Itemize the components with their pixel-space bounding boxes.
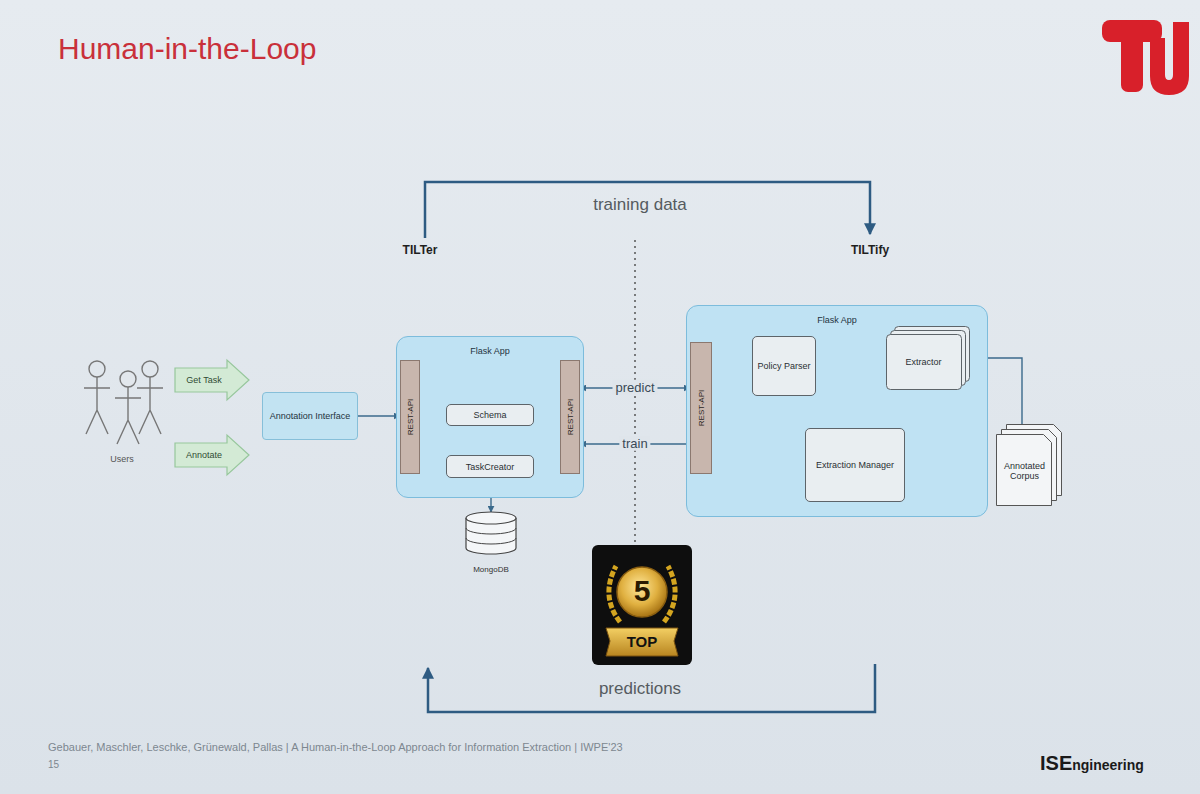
node-text: Annotated Corpus <box>998 436 1051 505</box>
cylinder-top <box>466 512 516 524</box>
component-box: Schema <box>446 404 534 426</box>
slide-title: Human-in-the-Loop <box>58 32 316 66</box>
document-sheet <box>997 435 1052 506</box>
node-text: MongoDB <box>458 565 524 574</box>
top5-badge <box>592 545 692 665</box>
stack-sheet <box>887 335 962 390</box>
badge-text: TOP <box>627 633 658 650</box>
figure-body <box>115 387 141 444</box>
page-number: 15 <box>48 759 59 770</box>
node-text: Annotation Interface <box>270 411 351 421</box>
node-text: Get Task <box>186 375 221 385</box>
training-data-bracket <box>425 182 870 238</box>
logo-t-stem <box>1121 20 1143 92</box>
figure-head <box>142 361 158 377</box>
system-name: TILTer <box>403 243 438 257</box>
node-text: Extractor <box>888 336 959 387</box>
flow-label: training data <box>593 195 687 215</box>
node-text: Schema <box>473 410 506 420</box>
brand-mark: ngineering <box>1072 757 1144 773</box>
cylinder-ring <box>466 538 516 544</box>
badge-ground <box>592 545 692 665</box>
node-text: Flask App <box>687 315 987 325</box>
component-box: Policy Parser <box>752 336 816 396</box>
figure-head <box>89 361 105 377</box>
document-stack: Annotated Corpus <box>996 424 1062 506</box>
brand-mark: ISE <box>1040 752 1072 775</box>
actor-label: Users <box>110 454 134 464</box>
figure-body <box>137 377 163 434</box>
logo-u <box>1150 22 1189 95</box>
predictions-bracket <box>428 664 875 712</box>
database-cylinder: MongoDB <box>458 512 524 574</box>
badge-number: 5 <box>634 574 651 608</box>
node-text: REST-API <box>566 399 575 435</box>
medal <box>617 567 667 617</box>
edge-label: train <box>619 436 650 451</box>
badge-banner <box>606 628 678 656</box>
flow-label: predictions <box>599 679 681 699</box>
action-arrow: Get Task <box>175 360 249 400</box>
node-text: Annotate <box>186 450 222 460</box>
node-text: Extraction Manager <box>816 460 894 470</box>
node-text: REST-API <box>406 399 415 435</box>
connector <box>358 415 400 416</box>
node-text: Flask App <box>397 346 583 356</box>
figure-head <box>120 371 136 387</box>
interface-box: Annotation Interface <box>262 392 358 440</box>
app-container: Flask AppREST-API SchemaTaskCreator REST-A… <box>396 336 584 498</box>
system-name: TILTify <box>851 243 889 257</box>
cylinder-ring <box>466 528 516 534</box>
component-box: TaskCreator <box>446 455 534 478</box>
action-arrow: Annotate <box>175 435 249 475</box>
edge-label: predict <box>612 380 657 395</box>
node-text: TaskCreator <box>466 462 515 472</box>
figure-body <box>84 377 110 434</box>
api-bar: REST-API <box>560 360 580 474</box>
university-logo <box>1102 20 1189 95</box>
node-text: REST-API <box>697 390 706 426</box>
arrow-outline <box>175 360 249 400</box>
stacked-box: Extractor <box>886 326 970 390</box>
users-figures <box>84 361 163 444</box>
footer-citation: Gebauer, Maschler, Leschke, Grünewald, P… <box>48 741 623 753</box>
app-container: Flask AppREST-API Policy Parser ExtractorE… <box>686 305 988 517</box>
cylinder-shape <box>458 512 524 556</box>
arrow-outline <box>175 435 249 475</box>
component-box: Extraction Manager <box>805 428 905 502</box>
api-bar: REST-API <box>400 360 420 474</box>
node-text: Policy Parser <box>757 361 810 371</box>
api-bar: REST-API <box>690 342 712 474</box>
